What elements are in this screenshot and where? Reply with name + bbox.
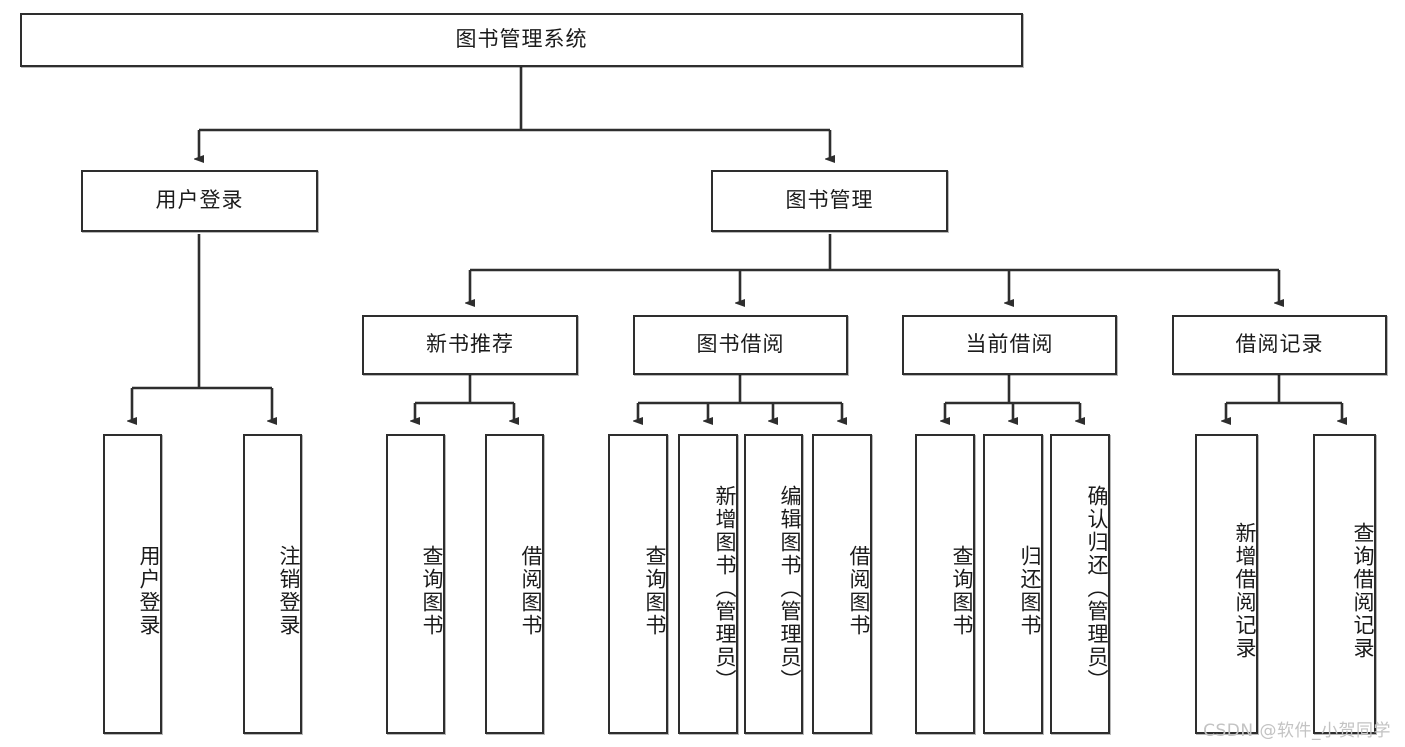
node-user-login[interactable]: 用户登录 xyxy=(81,170,318,232)
node-leaf-confirm-return[interactable]: 确认归还（管理员） xyxy=(1050,434,1110,734)
node-leaf-add-book[interactable]: 新增图书（管理员） xyxy=(678,434,738,734)
node-borrow-record[interactable]: 借阅记录 xyxy=(1172,315,1387,375)
node-book-borrow-label: 图书借阅 xyxy=(696,332,785,357)
node-root-label: 图书管理系统 xyxy=(455,27,588,52)
node-leaf-query-record-label: 查询借阅记录 xyxy=(1351,522,1375,660)
node-leaf-edit-book-label: 编辑图书（管理员） xyxy=(778,484,802,692)
node-new-book-recommend[interactable]: 新书推荐 xyxy=(362,315,578,375)
node-leaf-user-login-label: 用户登录 xyxy=(137,545,161,637)
node-leaf-query-book-2[interactable]: 查询图书 xyxy=(608,434,668,734)
node-leaf-query-book-2-label: 查询图书 xyxy=(643,545,667,637)
node-book-manage[interactable]: 图书管理 xyxy=(711,170,948,232)
node-leaf-add-book-label: 新增图书（管理员） xyxy=(713,484,737,692)
node-current-borrow-label: 当前借阅 xyxy=(965,332,1054,357)
watermark: CSDN @软件_小贺同学 xyxy=(1203,721,1391,741)
node-leaf-edit-book[interactable]: 编辑图书（管理员） xyxy=(744,434,803,734)
node-user-login-label: 用户登录 xyxy=(155,188,244,213)
node-leaf-borrow-book-2[interactable]: 借阅图书 xyxy=(812,434,872,734)
node-leaf-user-login[interactable]: 用户登录 xyxy=(103,434,162,734)
node-leaf-query-book-1[interactable]: 查询图书 xyxy=(386,434,445,734)
node-book-manage-label: 图书管理 xyxy=(785,188,874,213)
node-book-borrow[interactable]: 图书借阅 xyxy=(633,315,848,375)
node-leaf-query-record[interactable]: 查询借阅记录 xyxy=(1313,434,1376,734)
node-leaf-return-book-label: 归还图书 xyxy=(1018,545,1042,637)
node-leaf-borrow-book-2-label: 借阅图书 xyxy=(847,545,871,637)
node-leaf-borrow-book-1[interactable]: 借阅图书 xyxy=(485,434,544,734)
node-leaf-add-record-label: 新增借阅记录 xyxy=(1233,522,1257,660)
node-borrow-record-label: 借阅记录 xyxy=(1235,332,1324,357)
node-leaf-borrow-book-1-label: 借阅图书 xyxy=(519,545,543,637)
node-leaf-user-logout[interactable]: 注销登录 xyxy=(243,434,302,734)
node-leaf-user-logout-label: 注销登录 xyxy=(277,545,301,637)
node-current-borrow[interactable]: 当前借阅 xyxy=(902,315,1117,375)
node-new-book-recommend-label: 新书推荐 xyxy=(426,332,514,357)
node-root[interactable]: 图书管理系统 xyxy=(20,13,1023,67)
node-leaf-add-record[interactable]: 新增借阅记录 xyxy=(1195,434,1258,734)
node-leaf-confirm-return-label: 确认归还（管理员） xyxy=(1085,484,1109,692)
node-leaf-query-book-1-label: 查询图书 xyxy=(420,545,444,637)
node-leaf-return-book[interactable]: 归还图书 xyxy=(983,434,1043,734)
node-leaf-query-book-3-label: 查询图书 xyxy=(950,545,974,637)
node-leaf-query-book-3[interactable]: 查询图书 xyxy=(915,434,975,734)
